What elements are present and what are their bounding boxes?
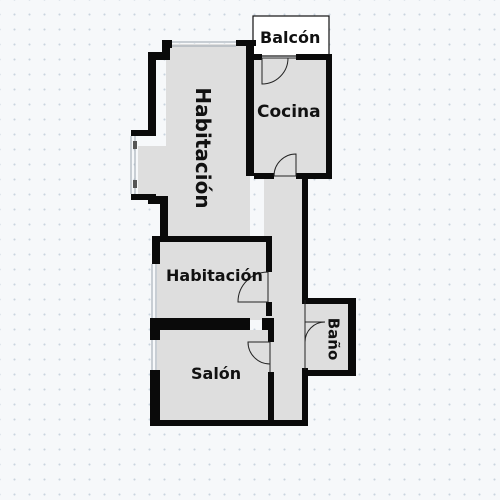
floor-bano (304, 300, 354, 374)
door-small-bedroom (237, 271, 269, 303)
room-label-bano: Baño (324, 317, 343, 361)
room-label-habitacion-main: Habitación (191, 87, 215, 209)
doors (237, 57, 326, 372)
floor-areas (138, 44, 354, 423)
window-sill-marks (133, 141, 137, 188)
floor-salon (157, 330, 270, 423)
door-bathroom (304, 300, 326, 370)
floor-habitacion-small (157, 240, 270, 320)
room-label-salon: Salón (191, 364, 242, 383)
door-kitchen (273, 153, 297, 177)
walls (131, 40, 356, 426)
floor-cocina (250, 58, 330, 176)
door-salon (247, 341, 271, 372)
room-label-habitacion-small: Habitación (166, 266, 263, 285)
door-balcony (261, 57, 296, 85)
balcony-area (252, 15, 330, 57)
room-label-balcon: Balcón (260, 28, 321, 47)
floor-bay-window (138, 146, 168, 200)
floor-habitacion-main (166, 44, 250, 240)
room-label-cocina: Cocina (257, 102, 321, 122)
